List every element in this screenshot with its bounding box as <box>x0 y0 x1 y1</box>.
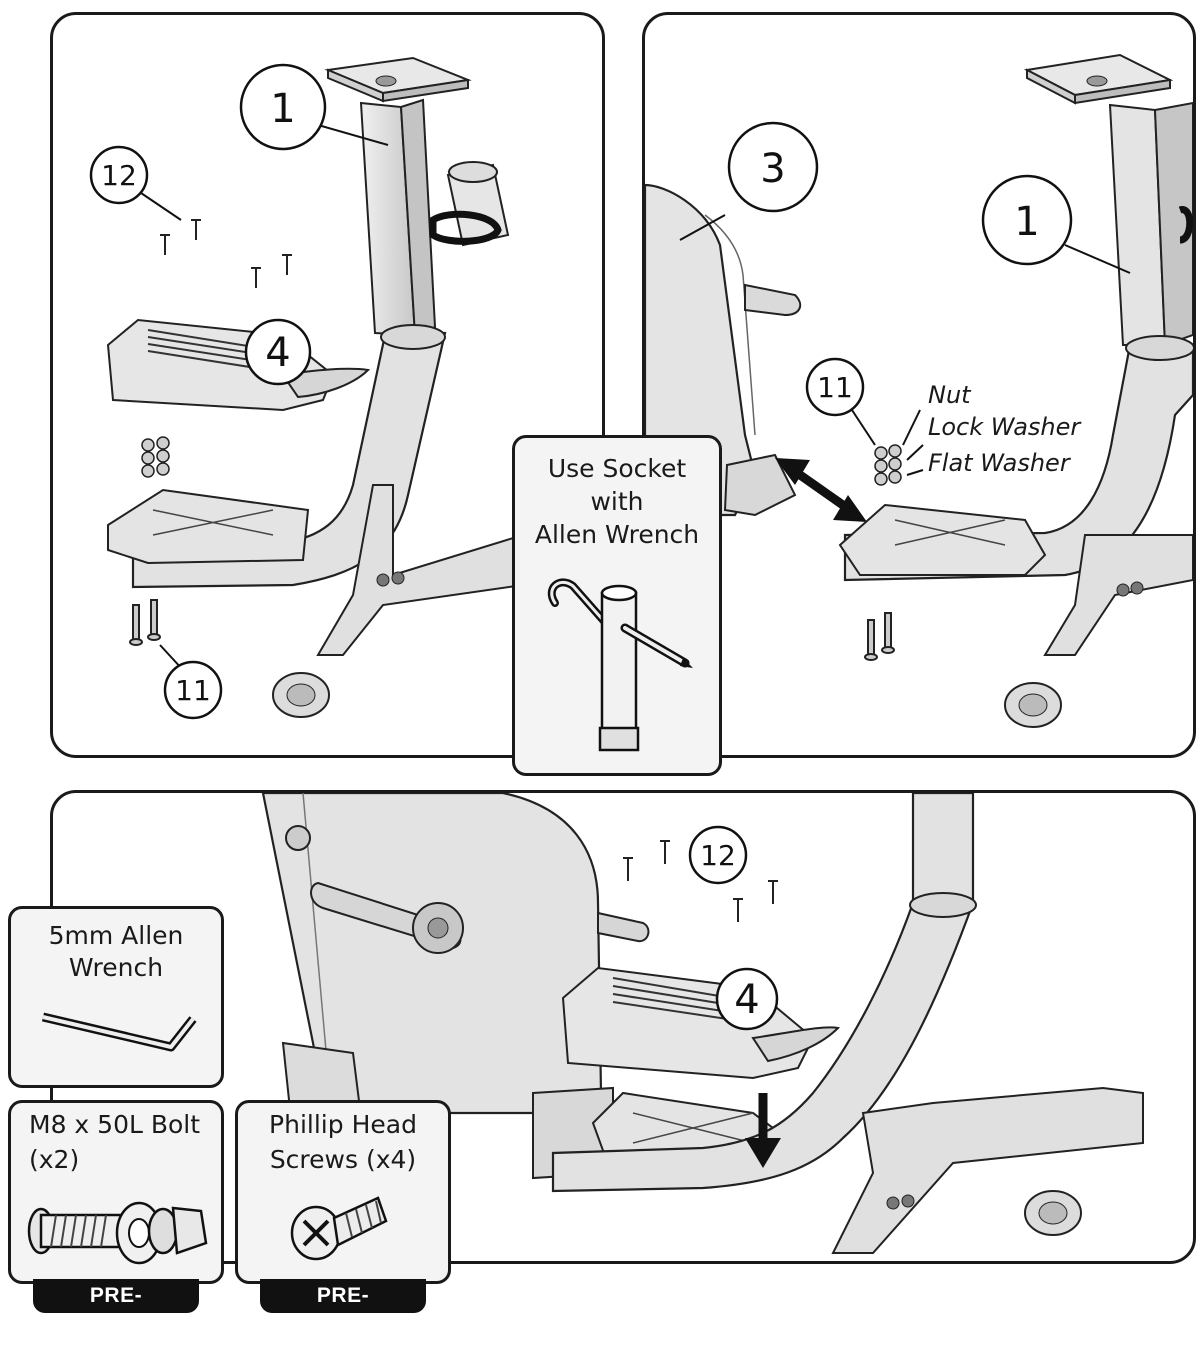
label-part-1: 1 <box>270 86 295 132</box>
callout-screws: Phillip Head Screws (x4) PRE-INSTALLED <box>235 1100 451 1341</box>
diagram-pedal-attach: 12 4 <box>261 793 1144 1254</box>
callout-allen-line2: Wrench <box>68 953 164 982</box>
callout-socket-line2: with <box>590 487 644 516</box>
diagram-frame-assembly: 1 12 4 11 <box>89 56 594 720</box>
callout-socket-tool: Use Socket with Allen Wrench <box>512 435 722 776</box>
callout-socket-line1: Use Socket <box>547 454 687 483</box>
hardware-flat-washer-label: Flat Washer <box>928 449 1072 477</box>
label-part-12: 12 <box>101 159 137 192</box>
panel-step-pedal: 12 4 <box>50 790 1196 1264</box>
phillips-screw-icon <box>290 1196 388 1261</box>
hardware-lock-washer-label: Lock Washer <box>928 413 1082 441</box>
hardware-nut-label: Nut <box>928 381 972 409</box>
panel-step-left: 1 12 4 11 <box>50 12 605 758</box>
allen-wrench-icon <box>41 1012 197 1052</box>
callout-bolt-line2: (x2) <box>29 1145 80 1174</box>
callout-allen-wrench: 5mm Allen Wrench <box>8 906 224 1088</box>
panel-step-right: Nut Lock Washer Flat Washer 3 1 11 <box>642 12 1196 758</box>
socket-wrench-icon <box>547 578 693 752</box>
label-part-11: 11 <box>175 674 211 707</box>
callout-bolt: M8 x 50L Bolt (x2) PRE-INSTALLED <box>8 1100 224 1341</box>
callout-allen-line1: 5mm Allen <box>48 921 184 950</box>
callout-screws-line2: Screws (x4) <box>269 1145 417 1174</box>
label-part-4: 4 <box>265 330 290 376</box>
label-part-3: 3 <box>760 146 785 192</box>
screws-pre-installed-badge: PRE-INSTALLED <box>260 1279 426 1341</box>
callout-socket-line3: Allen Wrench <box>534 520 700 549</box>
label-part-11: 11 <box>817 371 853 404</box>
callout-bolt-line1: M8 x 50L Bolt <box>29 1110 201 1139</box>
diagram-console-attach: Nut Lock Washer Flat Washer 3 1 11 <box>645 53 1193 728</box>
bolt-icon <box>27 1201 208 1265</box>
label-part-4: 4 <box>734 977 759 1023</box>
bolt-pre-installed-badge: PRE-INSTALLED <box>33 1279 199 1341</box>
label-part-1: 1 <box>1014 199 1039 245</box>
label-part-12: 12 <box>700 839 736 872</box>
callout-screws-line1: Phillip Head <box>269 1110 417 1139</box>
